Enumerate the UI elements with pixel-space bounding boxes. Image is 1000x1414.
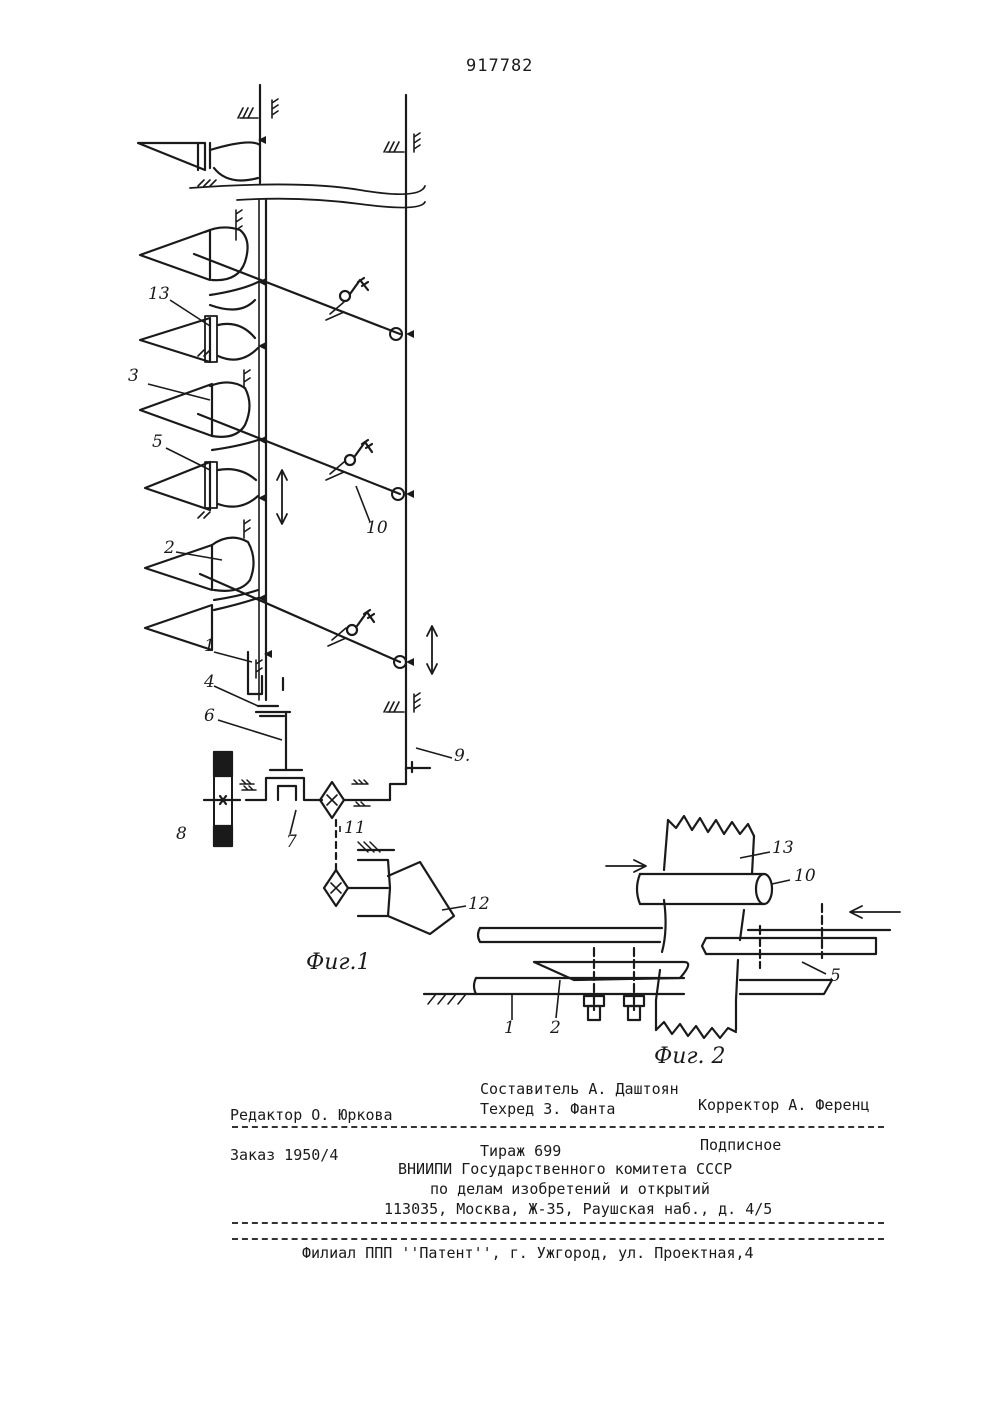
divider [232, 1126, 884, 1128]
org-line-2: по делам изобретений и открытий [430, 1180, 710, 1198]
fig2-label-10: 10 [794, 866, 816, 886]
fig2-label-2: 2 [550, 1018, 561, 1038]
subscription: Подписное [700, 1136, 781, 1154]
fig1-label-1: 1 [204, 636, 215, 656]
order: Заказ 1950/4 [230, 1146, 338, 1164]
org-line-1: ВНИИПИ Государственного комитета СССР [398, 1160, 732, 1178]
fig1-label-12: 12 [468, 894, 490, 914]
fig1-label-13: 13 [148, 284, 170, 304]
technical-drawing [0, 0, 1000, 1060]
fig1-label-11: 11 [344, 818, 366, 838]
fig1-label-8: 8 [176, 824, 187, 844]
circulation: Тираж 699 [480, 1142, 561, 1160]
divider [232, 1238, 884, 1240]
fig1-label-9: 9. [454, 746, 470, 766]
fig1-label-3: 3 [128, 366, 139, 386]
fig1-label-5: 5 [152, 432, 163, 452]
address: 113035, Москва, Ж-35, Раушская наб., д. … [384, 1200, 772, 1218]
fig1-label-2: 2 [164, 538, 175, 558]
fig1-label-6: 6 [204, 706, 215, 726]
fig2-caption: Фиг. 2 [654, 1044, 726, 1069]
fig2-label-13: 13 [772, 838, 794, 858]
fig1-caption: Фиг.1 [306, 950, 371, 975]
techred: Техред З. Фанта [480, 1100, 615, 1118]
divider [232, 1222, 884, 1224]
figure-1-drawing [138, 85, 454, 934]
editor: Редактор О. Юркова [230, 1106, 393, 1124]
fig2-label-1: 1 [504, 1018, 515, 1038]
fig1-label-10: 10 [366, 518, 388, 538]
corrector: Корректор А. Ференц [698, 1096, 870, 1114]
fig1-label-4: 4 [204, 672, 215, 692]
figure-2-drawing [424, 816, 900, 1038]
fig2-label-5: 5 [830, 966, 841, 986]
branch: Филиал ППП ''Патент'', г. Ужгород, ул. П… [302, 1244, 754, 1262]
fig1-label-7: 7 [286, 832, 297, 852]
compiler: Составитель А. Даштоян [480, 1080, 679, 1098]
